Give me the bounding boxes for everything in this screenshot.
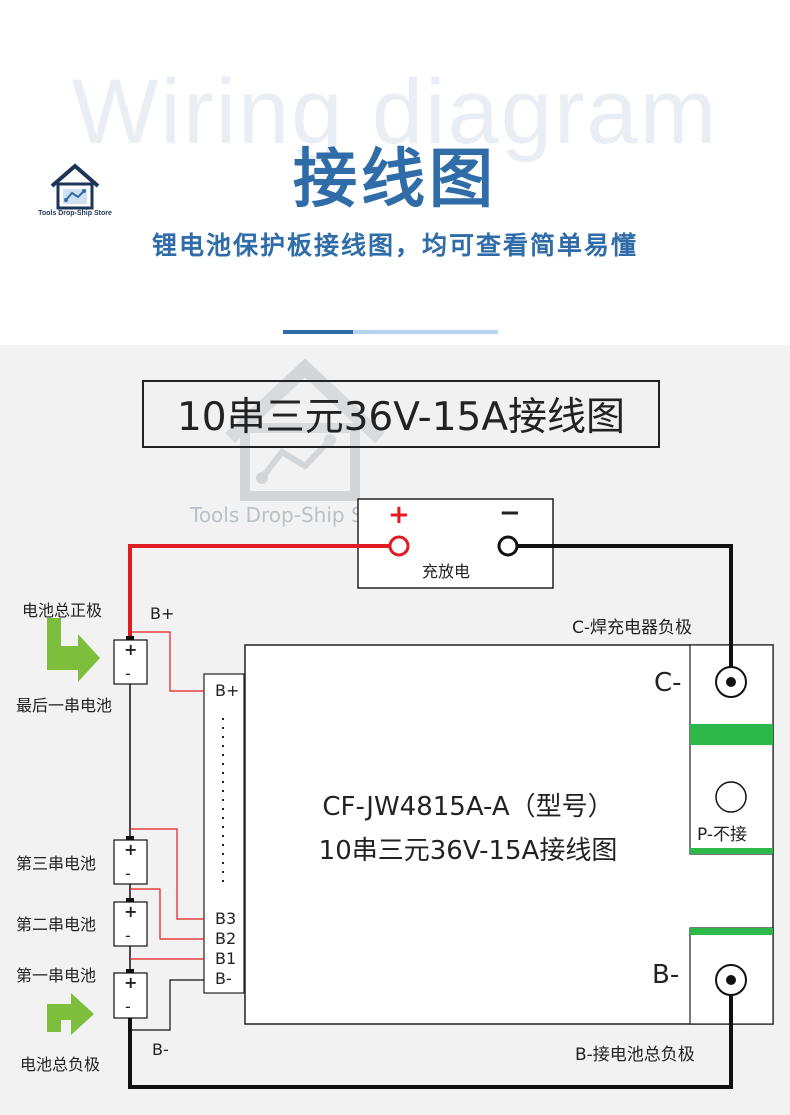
battery-cell-last — [113, 636, 148, 685]
positive-arrow-icon — [47, 618, 100, 682]
charge-negative-terminal-icon — [497, 535, 519, 557]
pin-b2: B2 — [215, 929, 237, 948]
c-minus-note: C-焊充电器负极 — [572, 618, 693, 638]
first-string-label: 第一串电池 — [16, 966, 97, 985]
b-minus-note: B-接电池总负极 — [575, 1045, 695, 1065]
green-bar-mid — [690, 848, 773, 854]
b-minus-sense-wire — [130, 979, 204, 1031]
cell-second-minus: - — [125, 926, 131, 945]
b-plus-wire-label: B+ — [150, 604, 175, 623]
b-plus-sense-wire — [130, 631, 204, 692]
cell-second-plus: + — [124, 902, 138, 921]
c-minus-label: C- — [654, 668, 682, 698]
green-bar-bottom — [690, 928, 773, 935]
battery-cell-second — [113, 898, 148, 947]
pin-b3: B3 — [215, 909, 237, 928]
total-positive-label: 电池总正极 — [22, 601, 103, 620]
background-title: Wiring diagram — [71, 61, 719, 163]
b-minus-wire-label: B- — [152, 1040, 169, 1059]
board-model: CF-JW4815A-A（型号） — [322, 792, 614, 822]
charge-positive-wire — [128, 544, 390, 640]
battery-cell-third — [113, 836, 148, 885]
house-logo-icon — [50, 163, 100, 210]
green-bar-top — [690, 724, 773, 745]
third-string-label: 第三串电池 — [16, 854, 97, 873]
store-logo: Tools Drop-Ship Store — [30, 162, 120, 217]
charge-port-label: 充放电 — [422, 562, 471, 581]
cell-last-plus: + — [124, 640, 138, 659]
page-subtitle: 锂电池保护板接线图，均可查看简单易懂 — [151, 231, 638, 260]
b2-wire — [130, 888, 204, 940]
b3-wire — [130, 828, 204, 920]
battery-cell-first — [113, 969, 148, 1019]
b-minus-label: B- — [652, 960, 680, 990]
deco-line-dark — [283, 330, 353, 334]
p-minus-label: P-不接 — [697, 825, 748, 845]
charge-negative-wire — [510, 544, 733, 667]
deco-line-light — [353, 330, 498, 334]
protection-board — [244, 644, 774, 1025]
cell-first-plus: + — [124, 973, 138, 992]
header-section: Wiring diagram 接线图 锂电池保护板接线图，均可查看简单易懂 To… — [0, 0, 790, 345]
charge-minus-symbol: − — [499, 498, 521, 528]
diagram-heading: 10串三元36V-15A接线图 — [142, 380, 660, 448]
cell-last-minus: - — [125, 664, 131, 683]
last-string-label: 最后一串电池 — [16, 696, 113, 715]
cell-third-minus: - — [125, 864, 131, 883]
p-terminal-icon — [715, 781, 747, 813]
total-negative-label: 电池总负极 — [20, 1055, 101, 1074]
pin-b-plus: B+ — [215, 681, 240, 700]
second-string-label: 第二串电池 — [16, 915, 97, 934]
cell-first-minus: - — [125, 997, 131, 1016]
negative-arrow-icon — [47, 993, 94, 1035]
cell-third-plus: + — [124, 840, 138, 859]
charge-positive-terminal-icon — [388, 535, 410, 557]
pin-b1: B1 — [215, 949, 237, 968]
logo-text: Tools Drop-Ship Store — [38, 210, 112, 217]
charge-plus-symbol: + — [388, 500, 410, 530]
board-name: 10串三元36V-15A接线图 — [318, 836, 618, 866]
page-title: 接线图 — [293, 143, 497, 217]
battery-negative-wire — [128, 995, 733, 1089]
pin-b-minus: B- — [215, 969, 232, 988]
